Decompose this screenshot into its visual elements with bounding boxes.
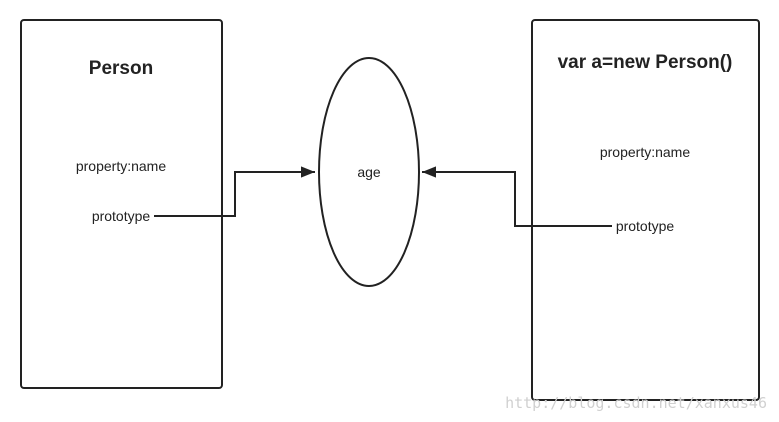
prototype-object-ellipse	[318, 57, 420, 287]
person-box-frame	[20, 19, 223, 389]
watermark-text: http://blog.csdn.net/xanxus46	[505, 394, 767, 412]
person-box: Person property:name prototype	[20, 19, 223, 389]
instance-prototype-arrow	[422, 166, 612, 227]
instance-property-label: property:name	[600, 144, 690, 160]
prototype-object-label: age	[357, 164, 381, 180]
instance-prototype-label: prototype	[616, 218, 675, 234]
instance-box-title: var a=new Person()	[558, 52, 733, 73]
person-prototype-label: prototype	[92, 208, 151, 224]
prototype-object: age	[318, 57, 420, 287]
instance-box-frame	[531, 19, 760, 401]
person-property-label: property:name	[76, 158, 166, 174]
person-prototype-arrow	[154, 166, 315, 217]
person-box-title: Person	[89, 58, 153, 79]
instance-box: var a=new Person() property:name prototy…	[531, 19, 760, 401]
